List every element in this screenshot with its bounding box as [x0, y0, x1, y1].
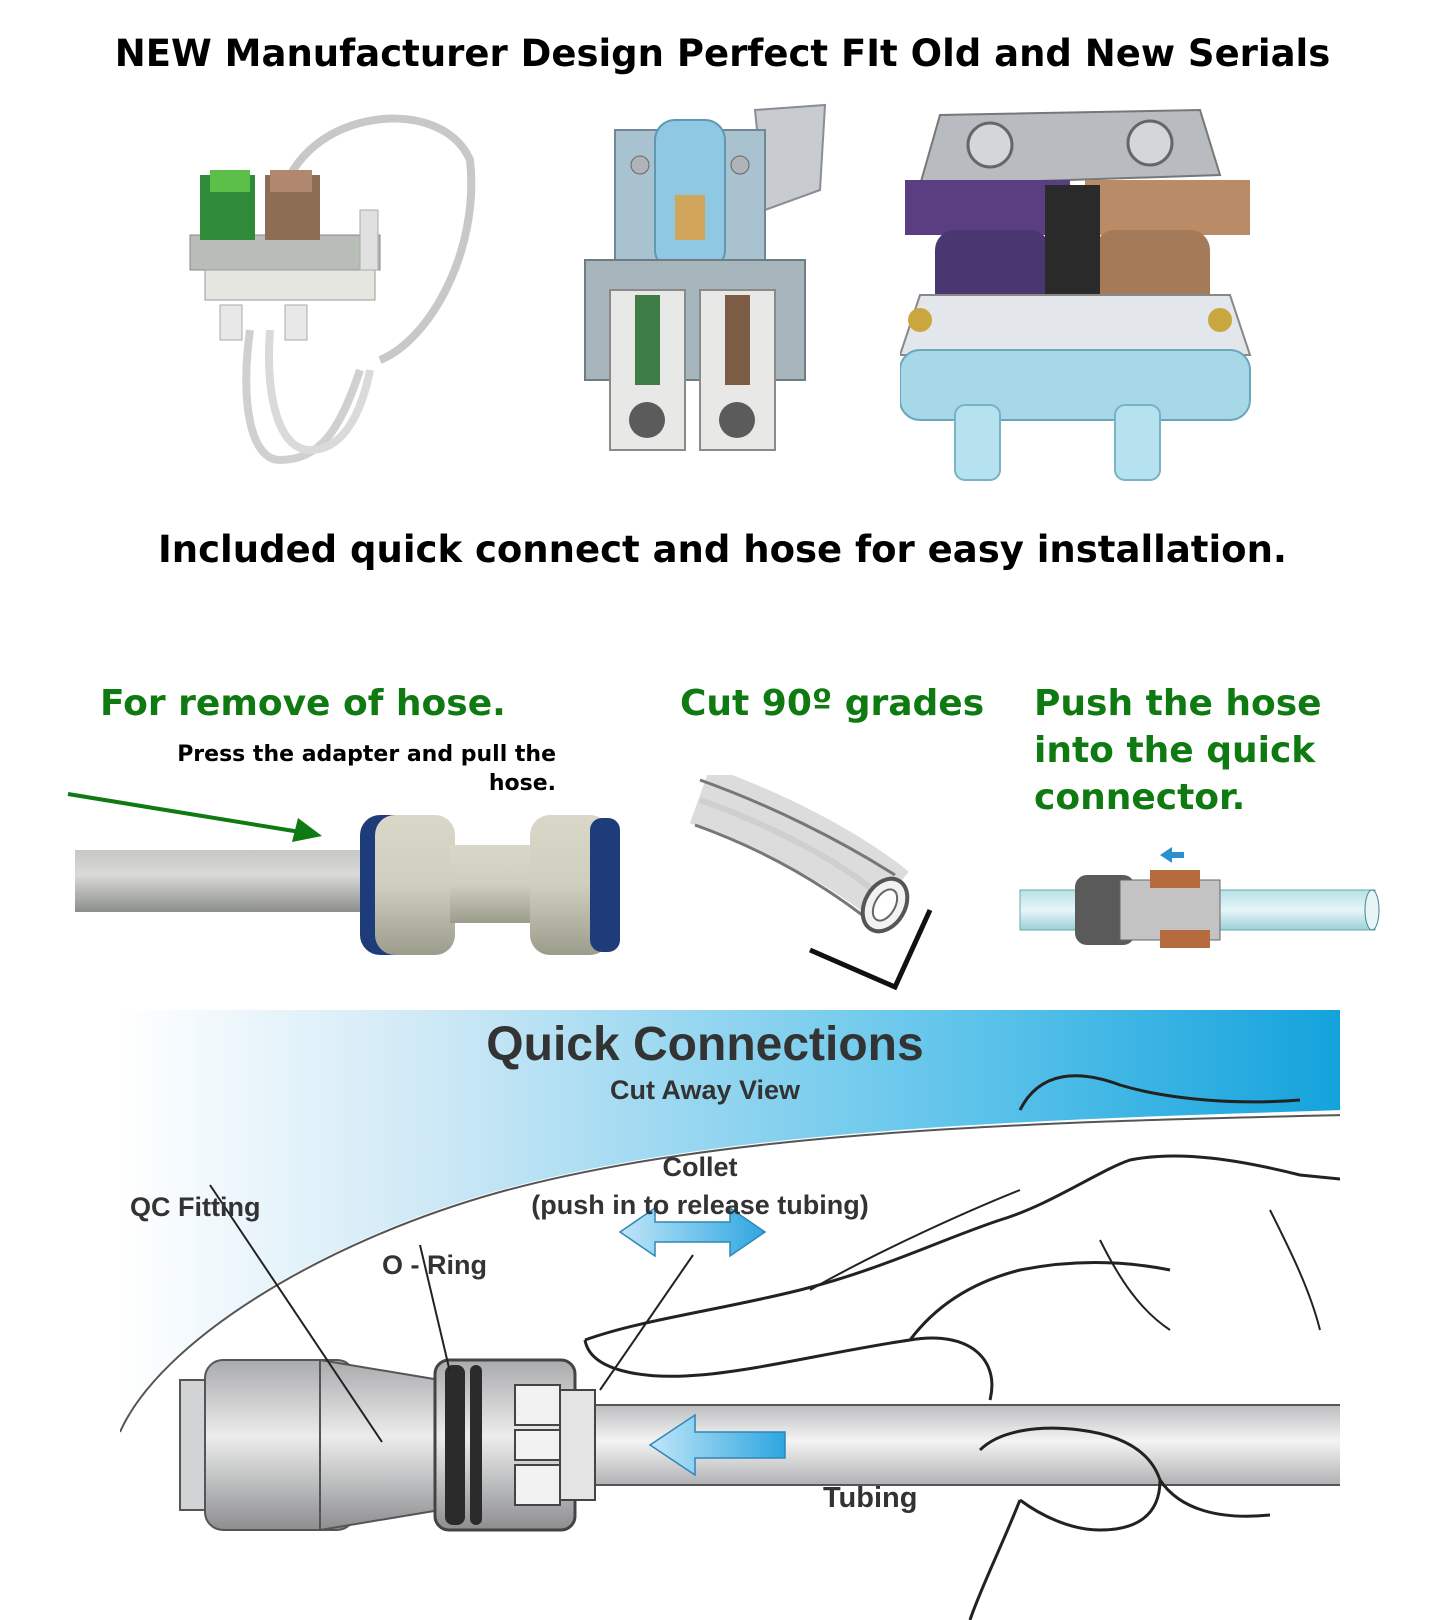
collet-note-label: (push in to release tubing)	[531, 1190, 869, 1220]
valve-photo-small	[170, 100, 490, 490]
hose-connector-photo	[60, 790, 630, 970]
press-arrow	[67, 792, 322, 842]
cut-tube-photo	[690, 775, 980, 1000]
valve-photo-blue	[575, 100, 860, 480]
cut-angle-title: Cut 90º grades	[680, 683, 985, 724]
remove-hose-instruction: Press the adapter and pull the hose.	[177, 742, 556, 796]
diagram-subtitle: Cut Away View	[609, 1075, 801, 1105]
diagram-title: Quick Connections	[486, 1018, 924, 1071]
push-hose-title: Push the hose into the quick connector.	[1034, 683, 1322, 818]
collet-label: Collet	[662, 1152, 738, 1182]
quick-connect-diagram: Quick Connections Cut Away View QC Fitti…	[120, 1010, 1340, 1620]
qc-fitting-label: QC Fitting	[130, 1192, 261, 1222]
install-caption: Included quick connect and hose for easy…	[158, 528, 1287, 571]
o-ring-label: O - Ring	[382, 1250, 487, 1280]
push-hose-photo	[1010, 835, 1385, 980]
page-title: NEW Manufacturer Design Perfect FIt Old …	[114, 32, 1331, 75]
valve-photo-purple	[900, 105, 1280, 500]
remove-hose-title: For remove of hose.	[100, 683, 506, 724]
tubing-label: Tubing	[823, 1482, 918, 1514]
